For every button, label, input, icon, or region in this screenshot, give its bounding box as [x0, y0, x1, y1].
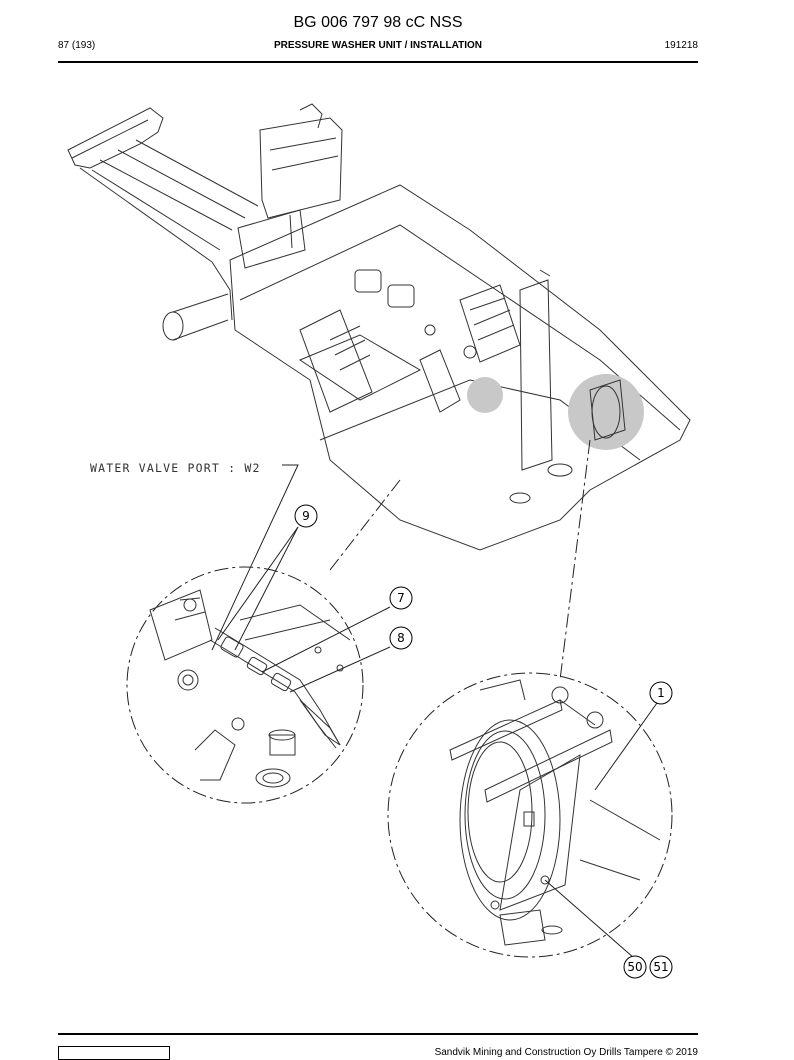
- detail-circle-water-valve: [126, 566, 364, 804]
- section-title: PRESSURE WASHER UNIT / INSTALLATION: [274, 40, 482, 51]
- callout-9-label: 9: [302, 509, 310, 523]
- callout-1-label: 1: [657, 686, 665, 700]
- callout-51: 51: [649, 955, 673, 979]
- tow-pin: [162, 293, 229, 341]
- frame-front-arms: [67, 107, 259, 321]
- upper-bracket: [237, 103, 343, 269]
- callout-7: 7: [389, 586, 413, 610]
- callout-50-label: 50: [627, 960, 642, 974]
- detail-circle-hose-reel: [387, 672, 673, 958]
- document-title: BG 006 797 98 cC NSS: [293, 14, 463, 31]
- footer-rule: [58, 1033, 698, 1035]
- callout-8-label: 8: [397, 631, 405, 645]
- water-valve-port-note: WATER VALVE PORT : W2: [90, 461, 261, 475]
- date-code: 191218: [664, 40, 698, 51]
- callout-51-label: 51: [653, 960, 668, 974]
- callout-7-label: 7: [397, 591, 405, 605]
- overview-highlights: [467, 374, 644, 450]
- callout-1: 1: [649, 681, 673, 705]
- header-rule: [58, 61, 698, 63]
- detail-leaders: [329, 439, 591, 681]
- page-number: 87 (193): [58, 40, 96, 51]
- sandvik-logo: [58, 1046, 170, 1060]
- callout-50: 50: [623, 955, 647, 979]
- main-frame: [229, 184, 691, 551]
- callout-8: 8: [389, 626, 413, 650]
- callout-9: 9: [294, 504, 318, 528]
- callout-leaders: [211, 464, 658, 959]
